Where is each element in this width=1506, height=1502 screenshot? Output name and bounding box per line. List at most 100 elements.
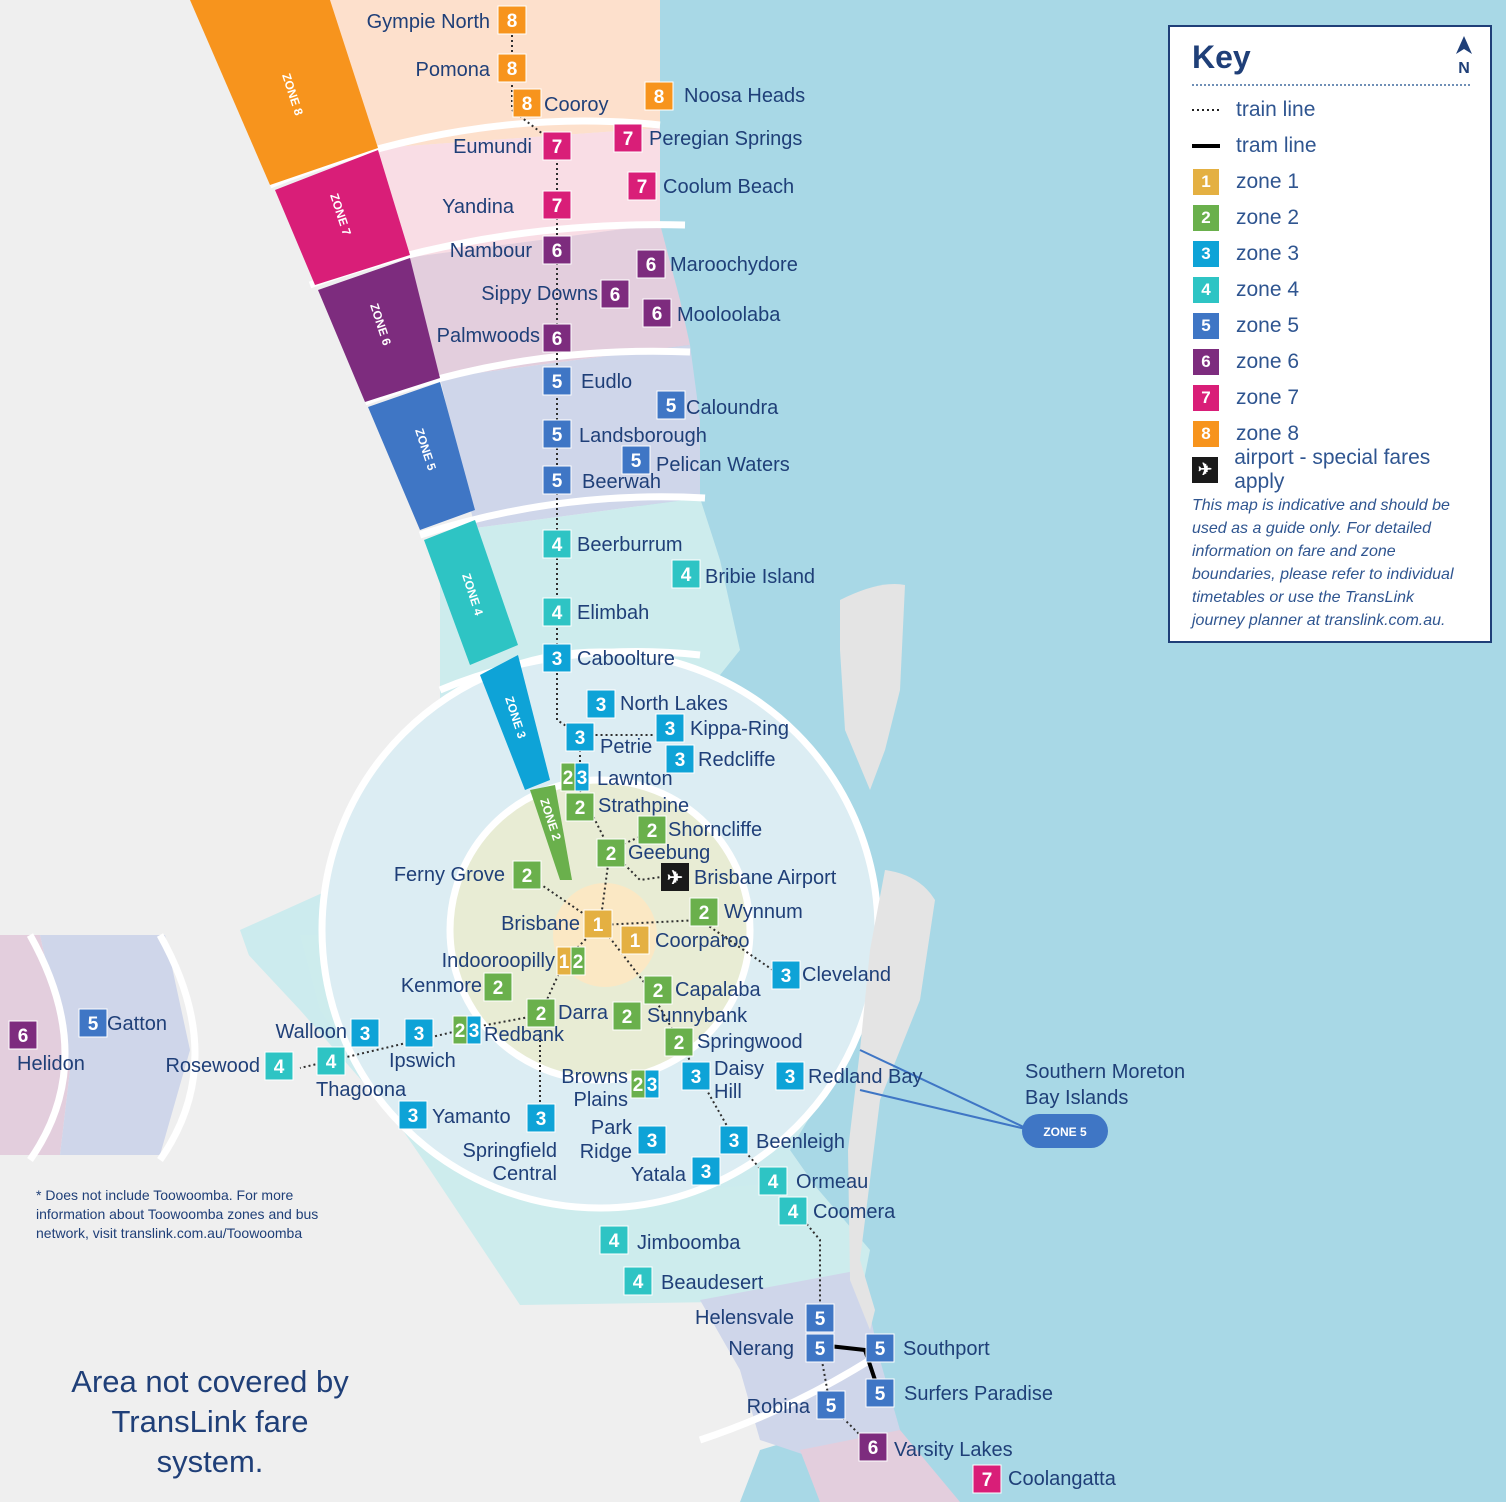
airport-icon bbox=[661, 863, 689, 891]
station-eumundi: 7 Eumundi bbox=[453, 131, 572, 161]
station-label: Redcliffe bbox=[698, 749, 775, 771]
zone-badge-number: 2 bbox=[536, 1004, 547, 1025]
zone-swatch: 5 bbox=[1193, 313, 1219, 339]
zone-badge bbox=[542, 366, 572, 396]
zone-badge bbox=[778, 1196, 808, 1226]
zone-badge bbox=[542, 597, 572, 627]
station-label: Geebung bbox=[628, 842, 710, 864]
zone-badge-number: 2 bbox=[522, 866, 533, 887]
zone-badge-number: 5 bbox=[552, 372, 563, 393]
zone-badge bbox=[612, 1001, 642, 1031]
station-label: North Lakes bbox=[620, 693, 728, 715]
legend-zone-5: 5 zone 5 bbox=[1192, 308, 1470, 344]
zone-swatch: 4 bbox=[1193, 277, 1219, 303]
zone-badge-number: 1 bbox=[593, 915, 604, 936]
station-label: Cleveland bbox=[802, 964, 891, 986]
station-label: Gympie North bbox=[367, 11, 490, 33]
zone-badge bbox=[758, 1166, 788, 1196]
station-label: Surfers Paradise bbox=[904, 1383, 1053, 1405]
north-arrow-icon: N bbox=[1454, 35, 1474, 78]
zone-badge-number: 2 bbox=[653, 981, 664, 1002]
station-label: Maroochydore bbox=[670, 254, 798, 276]
zone-badge-number: 7 bbox=[552, 137, 563, 158]
station-label: Ferny Grove bbox=[394, 864, 505, 886]
station-label: Browns bbox=[561, 1066, 628, 1088]
zone-badge-number: 5 bbox=[666, 396, 677, 417]
zone-badge bbox=[483, 972, 513, 1002]
zone-badge bbox=[264, 1051, 294, 1081]
station-yatala: 3 Yatala bbox=[631, 1156, 721, 1186]
zone-badge-number: 1 bbox=[559, 952, 570, 973]
zone-5-west bbox=[40, 935, 190, 1155]
zone-badge-number: 6 bbox=[868, 1438, 879, 1459]
zone-label: zone 4 bbox=[1236, 278, 1300, 301]
legend-tram-line: tram line bbox=[1192, 128, 1470, 164]
zone-badge-number: 3 bbox=[575, 728, 586, 749]
zone-swatch: 2 bbox=[1193, 205, 1219, 231]
zone-badge bbox=[398, 1100, 428, 1130]
zone-badge bbox=[858, 1432, 888, 1462]
station-label: Bribie Island bbox=[705, 566, 815, 588]
station-label: Plains bbox=[574, 1089, 628, 1111]
zone-badge-number: 3 bbox=[360, 1024, 371, 1045]
zone-badge bbox=[542, 190, 572, 220]
station-ferny-grove: 2 Ferny Grove bbox=[394, 860, 542, 890]
zone-badge bbox=[497, 53, 527, 83]
zone-5-gold-coast bbox=[700, 1270, 900, 1460]
zone-badge bbox=[542, 419, 572, 449]
zone-badge-number: 6 bbox=[610, 285, 621, 306]
zone-badge-number: 4 bbox=[609, 1231, 620, 1252]
station-label: Robina bbox=[747, 1396, 811, 1418]
zone-badge bbox=[542, 529, 572, 559]
zone-label: zone 5 bbox=[1236, 314, 1300, 337]
zone-badge-number: 7 bbox=[982, 1470, 993, 1491]
station-label: Yatala bbox=[631, 1164, 687, 1186]
zone-badge bbox=[404, 1018, 434, 1048]
station-label: Gatton bbox=[107, 1013, 167, 1035]
zone-badge-number: 3 bbox=[647, 1075, 658, 1096]
station-label: Nambour bbox=[450, 240, 533, 262]
zone-badge-number: 3 bbox=[577, 768, 588, 789]
islands-label-line2: Bay Islands bbox=[1025, 1087, 1128, 1109]
zone-badge-number: 6 bbox=[552, 241, 563, 262]
zone-badge-number: 3 bbox=[701, 1162, 712, 1183]
station-label: Mooloolaba bbox=[677, 304, 781, 326]
zone-badge bbox=[691, 1156, 721, 1186]
station-label: Yandina bbox=[442, 196, 515, 218]
zone-badge-number: 4 bbox=[326, 1052, 337, 1073]
station-label: Park bbox=[591, 1117, 633, 1139]
station-label: Eudlo bbox=[581, 371, 632, 393]
station-label: Indooroopilly bbox=[442, 950, 555, 972]
station-label: Beenleigh bbox=[756, 1131, 845, 1153]
zone-badge-number: 8 bbox=[507, 59, 518, 80]
station-label: Eumundi bbox=[453, 136, 532, 158]
station-label: Landsborough bbox=[579, 425, 707, 447]
zone-label: zone 6 bbox=[1236, 350, 1300, 373]
zone-badge bbox=[771, 960, 801, 990]
zone-badge-number: 8 bbox=[654, 87, 665, 108]
zone-badge bbox=[542, 131, 572, 161]
station-label: Walloon bbox=[275, 1021, 347, 1043]
zone-badge-number: 4 bbox=[788, 1202, 799, 1223]
zone-badge-number: 6 bbox=[652, 304, 663, 325]
zone-badge-number: 5 bbox=[875, 1339, 886, 1360]
